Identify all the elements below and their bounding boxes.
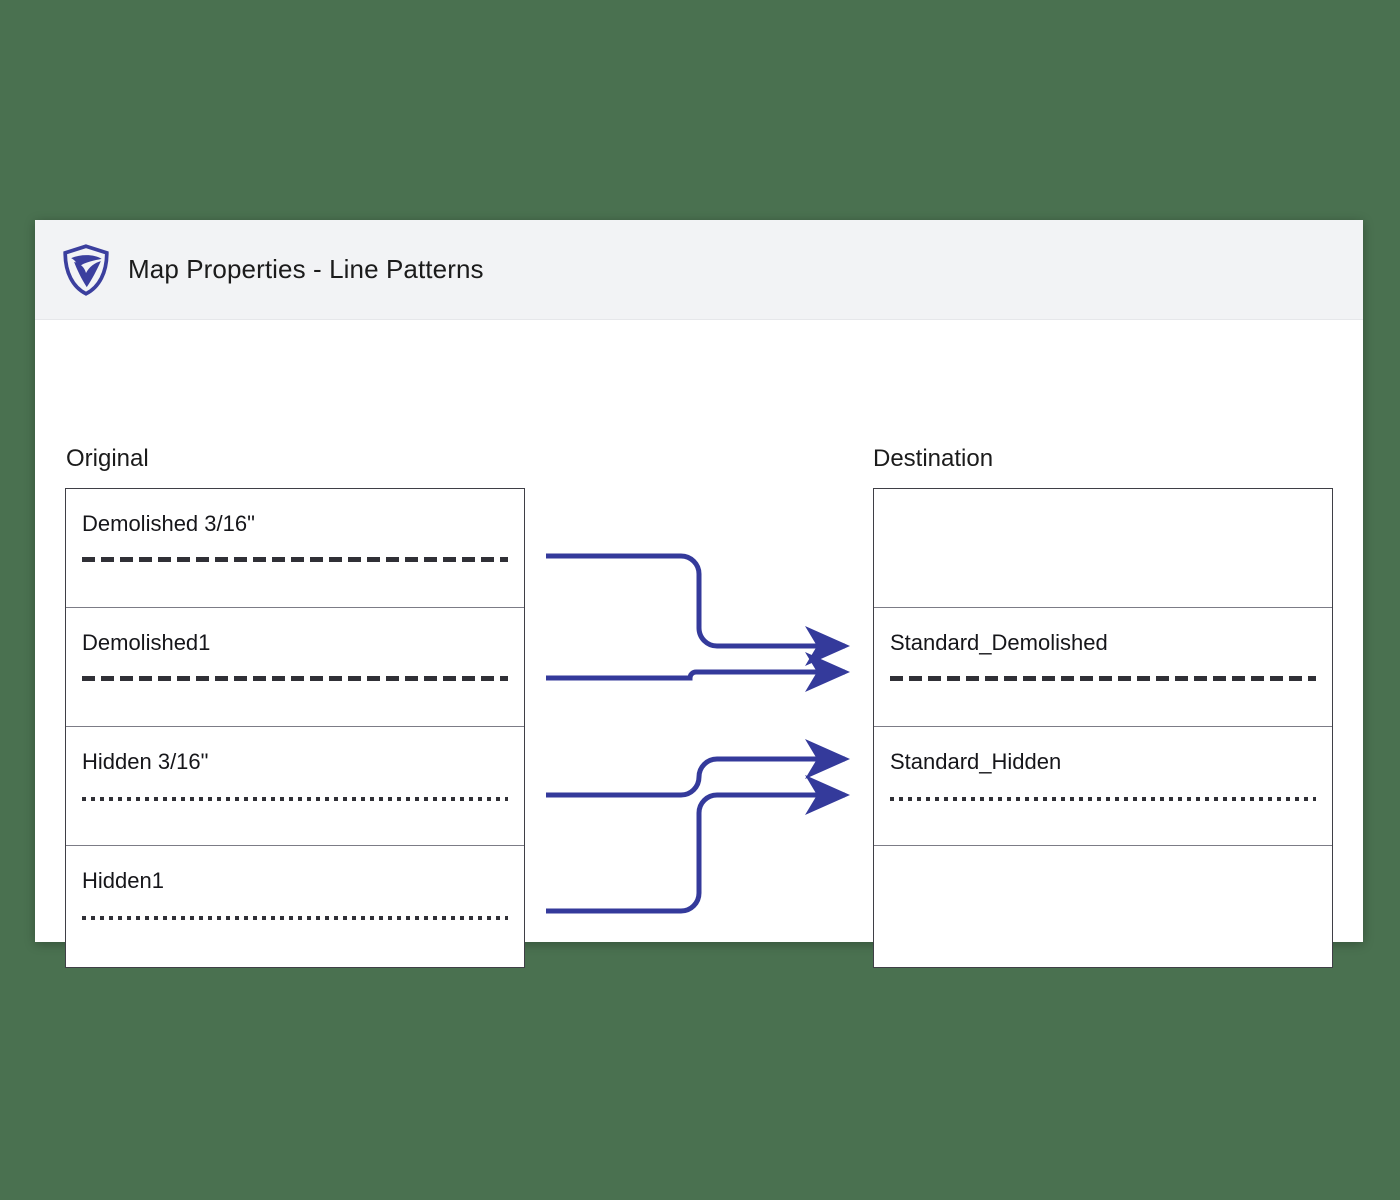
pattern-name: Standard_Demolished <box>890 630 1108 655</box>
original-pattern-table: Demolished 3/16" Demolished1 Hidden 3/16… <box>65 488 525 968</box>
pattern-name: Hidden 3/16" <box>82 749 209 774</box>
table-row[interactable] <box>874 846 1332 965</box>
original-column-label: Original <box>66 445 149 472</box>
table-row[interactable]: Hidden 3/16" <box>66 727 524 846</box>
table-row[interactable]: Demolished1 <box>66 608 524 727</box>
table-row[interactable] <box>874 489 1332 608</box>
connector-demolished-316 <box>546 553 850 666</box>
pattern-name: Demolished1 <box>82 630 211 655</box>
map-properties-card: Map Properties - Line Patterns Original … <box>35 220 1363 968</box>
connector-demolished1 <box>546 652 850 692</box>
card-body: Original Destination Demolished 3/16" De… <box>35 320 1363 968</box>
page-title: Map Properties - Line Patterns <box>128 254 484 284</box>
table-row[interactable]: Standard_Demolished <box>874 608 1332 727</box>
table-row[interactable]: Hidden1 <box>66 846 524 965</box>
card-header: Map Properties - Line Patterns <box>35 220 1363 320</box>
pattern-name: Standard_Hidden <box>890 749 1062 774</box>
pattern-preview-dotted <box>82 797 508 801</box>
table-row[interactable]: Standard_Hidden <box>874 727 1332 846</box>
pattern-preview-dashed <box>82 557 508 562</box>
destination-column-label: Destination <box>873 445 994 472</box>
connector-hidden1 <box>546 775 850 914</box>
shield-swirl-logo-icon <box>62 243 110 296</box>
pattern-name: Hidden1 <box>82 868 164 893</box>
pattern-preview-dotted <box>82 916 508 920</box>
pattern-name: Demolished 3/16" <box>82 511 255 536</box>
table-row[interactable]: Demolished 3/16" <box>66 489 524 608</box>
destination-pattern-table: Standard_Demolished Standard_Hidden <box>873 488 1333 968</box>
pattern-preview-dotted <box>890 797 1316 801</box>
pattern-preview-dashed <box>82 676 508 681</box>
connector-hidden-316 <box>546 739 850 798</box>
pattern-preview-dashed <box>890 676 1316 681</box>
